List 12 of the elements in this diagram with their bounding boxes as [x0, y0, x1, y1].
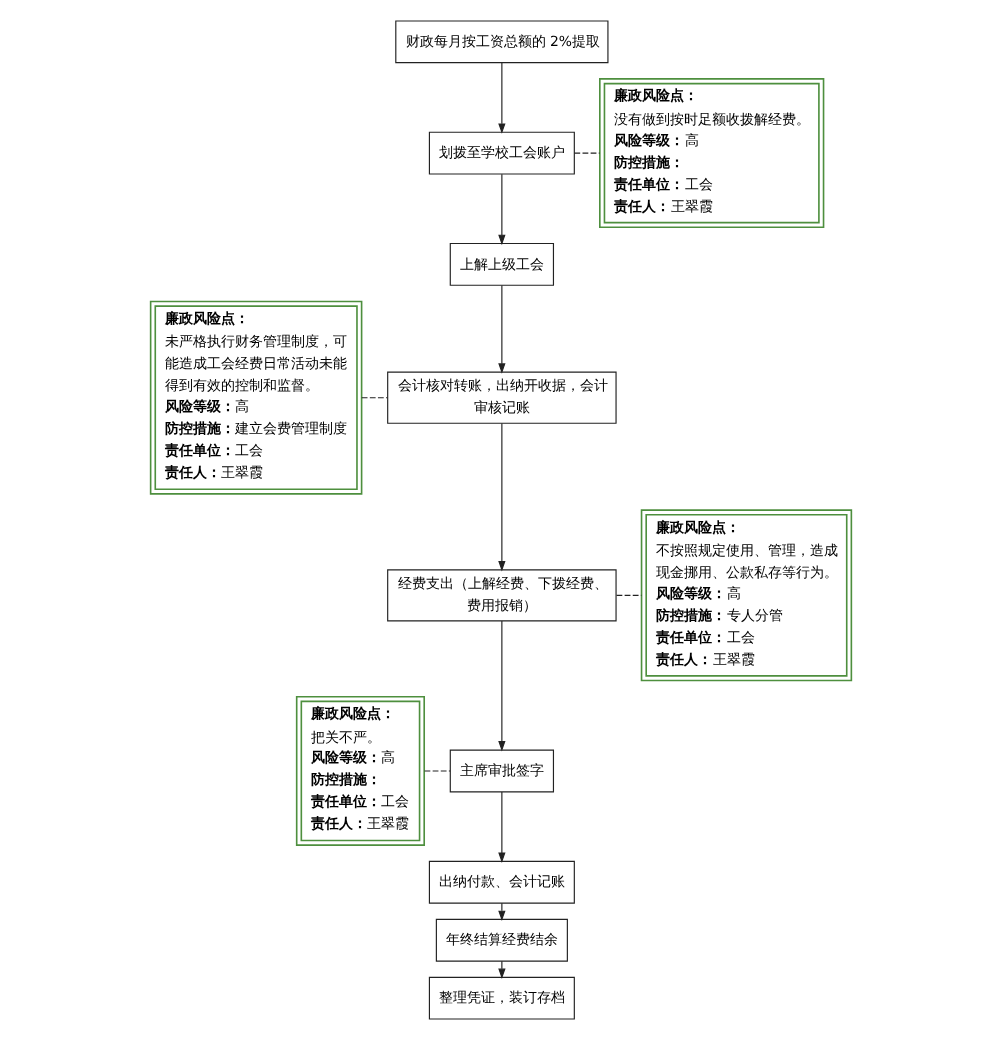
arrow	[497, 791, 505, 863]
arrow	[497, 284, 505, 374]
connector	[422, 770, 450, 772]
arrow	[497, 960, 505, 980]
arrow	[497, 62, 505, 134]
arrow	[497, 620, 505, 752]
connector	[360, 397, 388, 399]
arrow	[497, 173, 505, 246]
connector	[614, 594, 641, 596]
arrow	[497, 423, 505, 572]
connector	[572, 152, 600, 154]
arrow	[497, 902, 505, 922]
